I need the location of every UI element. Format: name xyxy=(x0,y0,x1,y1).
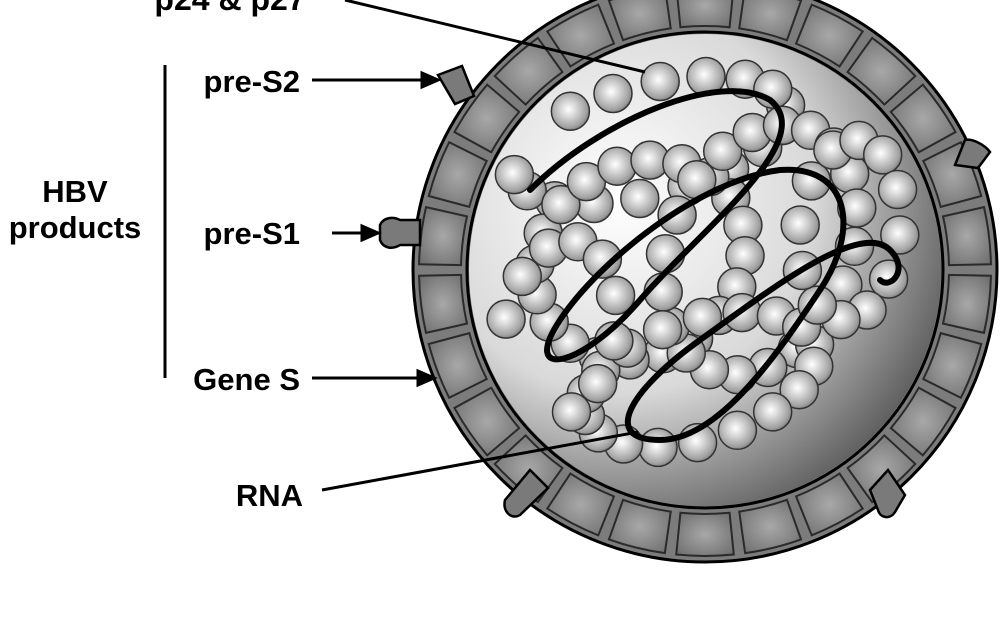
nucleoprotein-bead xyxy=(880,215,920,255)
pointer-lines xyxy=(312,0,646,492)
rna-strand xyxy=(527,88,902,444)
nucleoprotein-bead xyxy=(638,427,678,468)
nucleoprotein-bead xyxy=(541,184,581,225)
capsomere xyxy=(453,386,521,457)
nucleoprotein-bead xyxy=(494,154,535,195)
nucleoprotein-bead xyxy=(551,392,592,432)
capsomere xyxy=(846,36,917,106)
p24-p27-pointer xyxy=(344,0,646,74)
nucleoprotein-bead xyxy=(593,73,633,114)
capsomere xyxy=(607,0,672,42)
nucleoprotein-bead xyxy=(877,169,918,210)
nucleoprotein-bead xyxy=(550,91,591,131)
nucleoprotein-bead xyxy=(582,239,623,279)
spike-pre-s2 xyxy=(436,64,476,106)
label-gene-s: Gene S xyxy=(193,362,300,397)
spike-right xyxy=(953,138,992,170)
label-rna: RNA xyxy=(236,478,303,513)
capsomere xyxy=(675,511,735,557)
spike-bottom-left xyxy=(503,468,550,518)
nucleoprotein-bead xyxy=(862,135,903,175)
label-hbv: HBV xyxy=(42,174,108,209)
nucleoprotein-bead xyxy=(486,299,526,339)
capsomere xyxy=(676,0,734,29)
nucleoprotein-bead xyxy=(779,369,819,410)
capsomere xyxy=(418,273,469,335)
nucleoprotein-bead xyxy=(595,275,636,316)
capsomere xyxy=(738,498,803,555)
capsomere xyxy=(453,83,521,154)
rna-pointer xyxy=(321,430,639,492)
capsomere xyxy=(794,472,865,537)
nucleoprotein-bead xyxy=(597,146,637,186)
nucleoprotein-bead xyxy=(780,205,820,245)
nucleoprotein-bead xyxy=(717,410,758,451)
capsomere xyxy=(846,434,917,504)
capsomere xyxy=(941,205,992,267)
capsomere xyxy=(607,498,672,555)
nucleoprotein-bead xyxy=(502,256,543,297)
nucleoprotein-bead xyxy=(752,392,793,432)
capsomere xyxy=(794,3,865,68)
nucleoprotein-bead xyxy=(640,61,680,102)
nucleoprotein-bead xyxy=(702,131,743,172)
capsomere xyxy=(418,205,469,267)
label-pre-s2: pre-S2 xyxy=(204,64,300,99)
capsomere xyxy=(738,0,803,42)
nucleoprotein-bead xyxy=(645,233,686,274)
capsomere xyxy=(889,386,957,457)
nucleoprotein-bead xyxy=(620,178,660,219)
nucleoprotein-bead xyxy=(577,363,618,404)
spike-bottom-right xyxy=(868,467,907,519)
surface-spikes xyxy=(378,64,992,519)
nucleoprotein-bead xyxy=(642,309,683,350)
label-p24-p27: p24 & p27 xyxy=(154,0,305,17)
capsomere xyxy=(545,472,616,537)
capsomere xyxy=(921,331,983,400)
capsomere-ring xyxy=(418,0,992,557)
capsomere xyxy=(941,273,992,335)
label-products: products xyxy=(9,210,142,245)
capsomere xyxy=(889,83,957,154)
capsomere xyxy=(427,140,489,209)
capsomere xyxy=(493,36,564,106)
nucleoprotein-bead xyxy=(797,285,838,325)
label-pre-s1: pre-S1 xyxy=(204,216,300,251)
spike-pre-s1 xyxy=(378,216,422,249)
capsomere xyxy=(427,331,489,400)
